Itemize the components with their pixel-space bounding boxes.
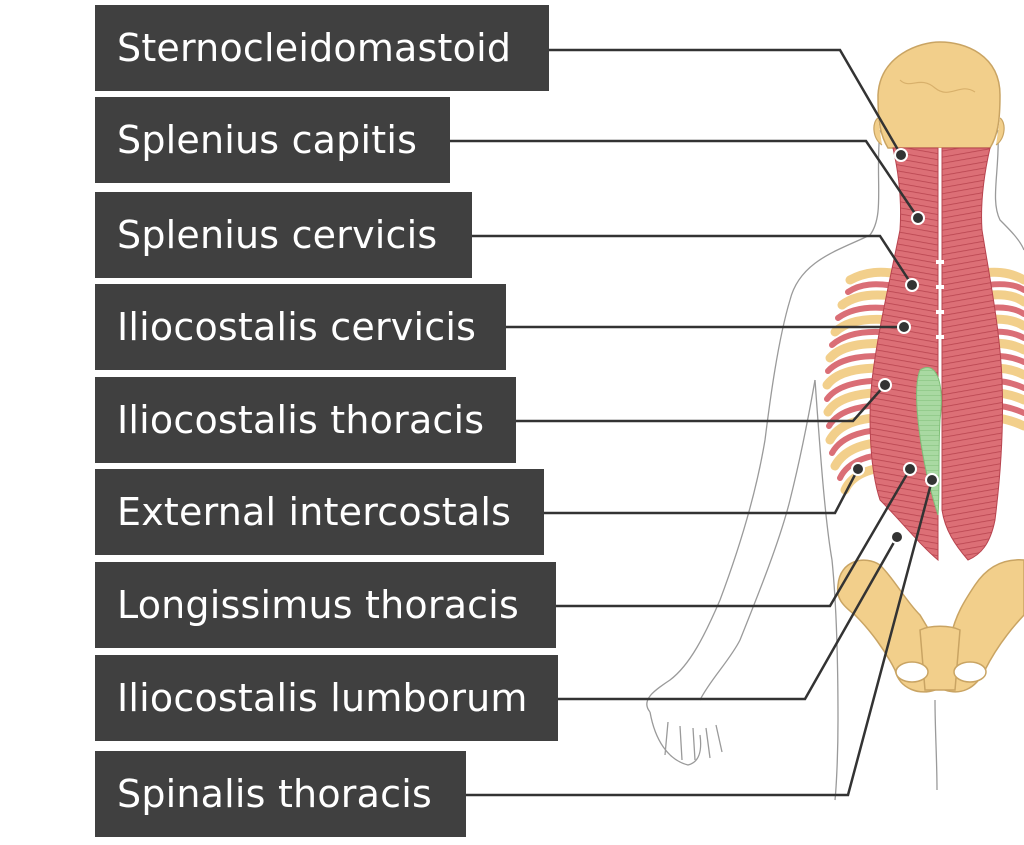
label-splenius-capitis: Splenius capitis — [95, 97, 450, 183]
label-text: External intercostals — [117, 490, 512, 534]
label-iliocostalis-lumborum: Iliocostalis lumborum — [95, 655, 558, 741]
dot-spinalis-thoracis — [925, 473, 939, 487]
dot-sternocleidomastoid — [894, 148, 908, 162]
leader-dots — [851, 148, 939, 544]
label-iliocostalis-thoracis: Iliocostalis thoracis — [95, 377, 516, 463]
label-sternocleidomastoid: Sternocleidomastoid — [95, 5, 549, 91]
leader-line-iliocostalis-lumborum — [558, 536, 899, 701]
label-text: Sternocleidomastoid — [117, 26, 512, 70]
label-text: Splenius cervicis — [117, 213, 438, 257]
pelvis — [836, 559, 1024, 693]
skull — [873, 41, 1005, 149]
label-text: Longissimus thoracis — [117, 583, 520, 627]
label-text: Splenius capitis — [117, 118, 418, 162]
dot-external-intercostals — [851, 462, 865, 476]
leader-line-longissimus-thoracis — [556, 468, 912, 608]
leader-lines — [450, 48, 934, 797]
label-text: Spinalis thoracis — [117, 772, 432, 816]
erector-spinae-muscles — [869, 147, 1004, 562]
dot-iliocostalis-cervicis — [897, 320, 911, 334]
leader-line-iliocostalis-thoracis — [516, 384, 886, 423]
label-text: Iliocostalis lumborum — [117, 676, 528, 720]
leader-line-sternocleidomastoid — [548, 48, 903, 156]
label-spinalis-thoracis: Spinalis thoracis — [95, 751, 466, 837]
leader-line-external-intercostals — [544, 468, 860, 515]
dot-longissimus-thoracis — [903, 462, 917, 476]
leader-line-spinalis-thoracis — [466, 479, 934, 797]
label-text: Iliocostalis thoracis — [117, 398, 485, 442]
label-text: Iliocostalis cervicis — [117, 305, 477, 349]
label-iliocostalis-cervicis: Iliocostalis cervicis — [95, 284, 506, 370]
dot-iliocostalis-lumborum — [890, 530, 904, 544]
label-longissimus-thoracis: Longissimus thoracis — [95, 562, 556, 648]
dot-splenius-capitis — [911, 211, 925, 225]
leader-line-splenius-capitis — [450, 139, 920, 219]
leader-line-splenius-cervicis — [472, 234, 914, 286]
label-external-intercostals: External intercostals — [95, 469, 544, 555]
dot-iliocostalis-thoracis — [878, 378, 892, 392]
dot-splenius-cervicis — [905, 278, 919, 292]
label-splenius-cervicis: Splenius cervicis — [95, 192, 472, 278]
